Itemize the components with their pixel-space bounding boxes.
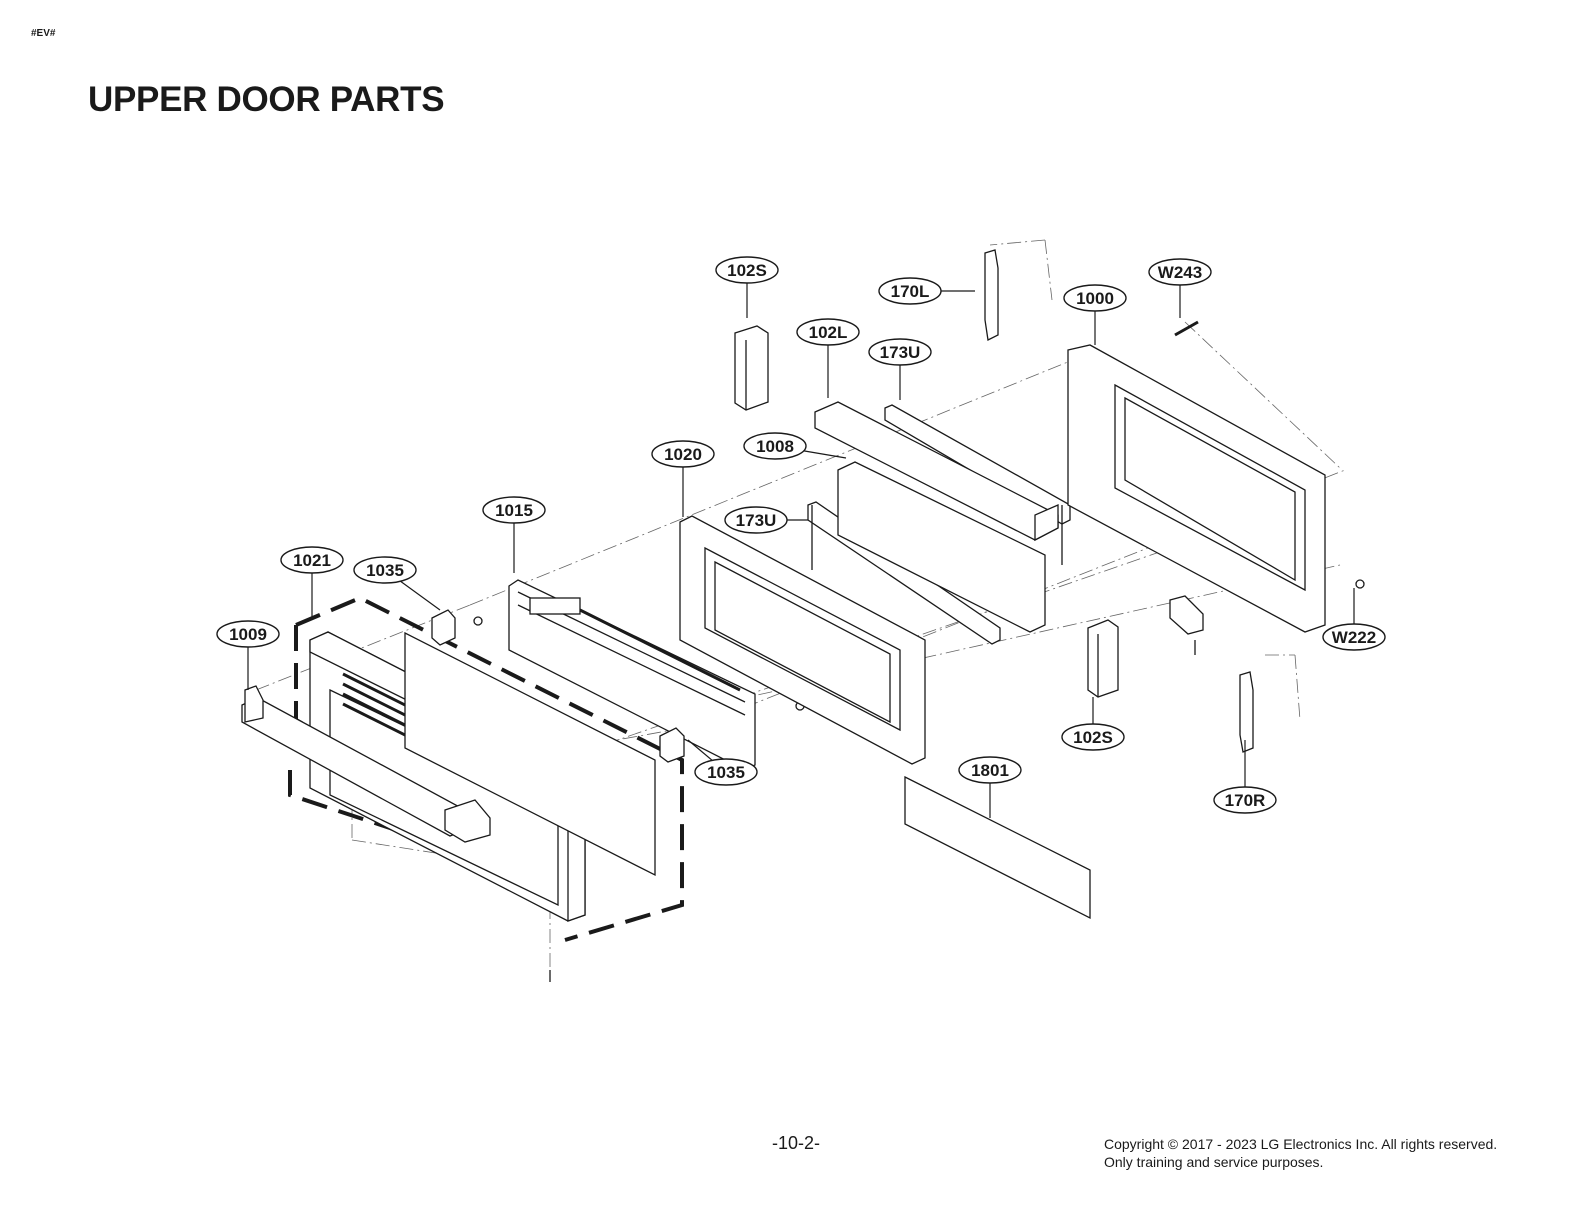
callout-c-102l: 102L [796,318,860,398]
callout-bubble [958,756,1022,784]
part-102s-spacer-bottom [1087,619,1119,698]
page-code: #EV# [31,28,56,39]
callout-label: 173U [736,511,777,530]
callout-c-1020: 1020 [651,440,715,517]
part-170r-hinge [1239,671,1254,753]
callout-bubble [1063,284,1127,312]
callout-c-1008: 1008 [743,432,847,460]
callout-bubble [1061,723,1125,751]
callout-bubble [1213,786,1277,814]
callout-label: 102S [727,261,767,280]
callout-label: 1801 [971,761,1009,780]
callout-bubble [651,440,715,468]
callout-bubble [724,506,788,534]
callout-c-1021: 1021 [280,546,344,620]
copyright-notice: Copyright © 2017 - 2023 LG Electronics I… [1104,1135,1497,1171]
callout-layer: 102S 170L W243 1000 102L 173U 1008 1020 1015 173U… [216,256,1386,818]
part-1801-label [904,775,1091,920]
callout-bubble [868,338,932,366]
callout-label: 1035 [366,561,404,580]
callout-c-1801: 1801 [958,756,1022,818]
callout-bubble [280,546,344,574]
callout-bubble [1148,258,1212,286]
part-173u-trim-top [884,404,1071,565]
part-1009-handle [241,685,491,843]
callout-label: 170R [1225,791,1266,810]
callout-c-170r: 170R [1213,740,1277,814]
callout-label: W243 [1158,263,1202,282]
callout-c-173u-mid: 173U [724,506,808,534]
callout-c-1000: 1000 [1063,284,1127,345]
callout-c-1035-bot: 1035 [687,739,758,786]
callout-label: 1000 [1076,289,1114,308]
callout-c-1015: 1015 [482,496,546,573]
page-title: UPPER DOOR PARTS [88,80,445,119]
part-1020-inner-frame [679,515,926,765]
callout-label: 1035 [707,763,745,782]
callout-c-w243: W243 [1148,258,1212,318]
copyright-line-1: Copyright © 2017 - 2023 LG Electronics I… [1104,1136,1498,1152]
callout-c-170l: 170L [878,277,975,305]
callout-c-1009: 1009 [216,620,280,690]
part-1000-rear-frame [1067,344,1326,633]
callout-bubble [216,620,280,648]
callout-label: 1015 [495,501,533,520]
callout-c-102s-bot: 102S [1061,697,1125,751]
part-102l-insulation [814,401,1059,542]
callout-bubble [694,758,758,786]
callout-label: 1020 [664,445,702,464]
callout-label: 102L [809,323,848,342]
callout-c-1035-top: 1035 [353,556,441,611]
callout-bubble [715,256,779,284]
callout-label: W222 [1332,628,1376,647]
callout-c-w222: W222 [1322,588,1386,651]
callout-label: 1021 [293,551,331,570]
callout-bubble [796,318,860,346]
callout-label: 1008 [756,437,794,456]
callout-bubble [482,496,546,524]
callout-label: 1009 [229,625,267,644]
part-1035-hinge-top [431,609,483,646]
copyright-line-2: Only training and service purposes. [1104,1154,1324,1170]
page-number: -10-2- [772,1133,821,1153]
callout-c-102s-top: 102S [715,256,779,318]
callout-bubble [353,556,417,584]
callout-bubble [878,277,942,305]
part-1008-glass [837,461,1046,633]
callout-label: 102S [1073,728,1113,747]
part-170l-hinge [984,249,999,341]
callout-bubble [1322,623,1386,651]
callout-label: 170L [891,282,930,301]
part-1021-rear-glass [404,631,656,877]
callout-bubble [743,432,807,460]
part-1015-vent-frame [508,579,756,771]
callout-label: 173U [880,343,921,362]
part-102s-spacer-top [734,325,769,411]
part-bracket-screws [549,320,1365,982]
callout-c-173u-top: 173U [868,338,932,400]
